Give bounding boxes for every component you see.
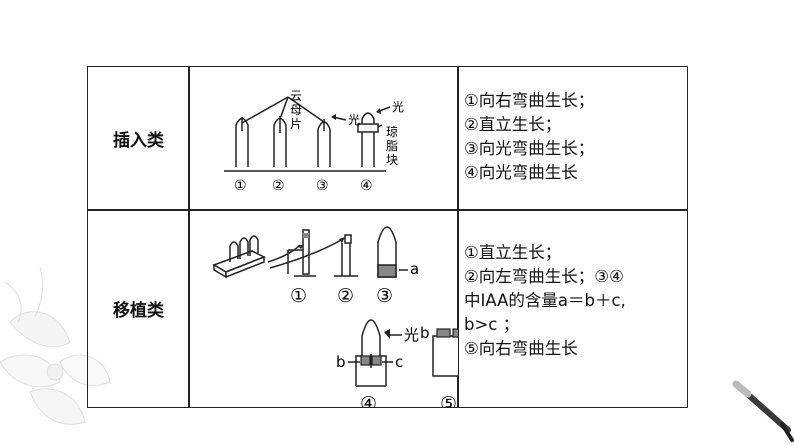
fig2-num-2: ② <box>337 285 354 307</box>
result-line: ①向右弯曲生长； <box>464 91 595 110</box>
result-line: ①直立生长； <box>464 243 562 262</box>
result-line: ②直立生长； <box>464 115 562 134</box>
mica-label-2: 母 <box>290 103 302 117</box>
flower-decoration <box>0 266 111 425</box>
light-label-2: 光 <box>392 100 404 114</box>
light-label-3: 光 <box>404 326 419 344</box>
label-b-fig4: b <box>336 353 346 371</box>
category-insert: 插入类 <box>113 130 164 151</box>
agar-label-3: 块 <box>386 153 398 167</box>
brush-decoration <box>732 380 794 442</box>
comparison-table: 插入类 云 <box>87 66 688 408</box>
fig1-num-4: ④ <box>360 178 373 194</box>
category-transplant: 移植类 <box>113 301 164 321</box>
fig1-num-2: ② <box>272 178 285 194</box>
transplant-diagram: a 光 b c b c ① ② ③ ④ ⑤ <box>212 226 458 407</box>
fig2-num-4: ④ <box>360 393 377 407</box>
result-line: ③向光弯曲生长； <box>464 139 595 158</box>
fig1-num-1: ① <box>234 178 247 194</box>
mica-label-1: 云 <box>290 89 302 103</box>
label-a: a <box>410 260 419 278</box>
label-b-fig5: b <box>420 324 430 342</box>
mica-label-3: 片 <box>290 117 302 131</box>
fig1-num-3: ③ <box>316 178 329 194</box>
result-line: ②向左弯曲生长；③④ <box>464 267 624 286</box>
results-insert: ①向右弯曲生长； ②直立生长； ③向光弯曲生长； ④向光弯曲生长 <box>464 89 686 185</box>
fig2-num-5: ⑤ <box>440 393 457 407</box>
results-transplant: ①直立生长； ②向左弯曲生长；③④ 中IAA的含量a＝b＋c, b>c ； ⑤向… <box>464 241 686 361</box>
label-c-fig4: c <box>395 353 403 371</box>
fig2-num-1: ① <box>290 285 307 307</box>
result-line: ⑤向右弯曲生长 <box>464 339 578 358</box>
result-line: ④向光弯曲生长 <box>464 163 578 182</box>
agar-label-2: 脂 <box>386 138 398 153</box>
result-line: b>c ； <box>464 315 520 334</box>
agar-label-1: 琼 <box>386 124 398 139</box>
light-label-1: 光 <box>348 113 360 127</box>
insertion-diagram: 云 母 片 光 光 琼 脂 块 ① ② ③ ④ <box>224 89 404 194</box>
fig2-num-3: ③ <box>376 285 393 307</box>
result-line: 中IAA的含量a＝b＋c, <box>464 291 626 310</box>
